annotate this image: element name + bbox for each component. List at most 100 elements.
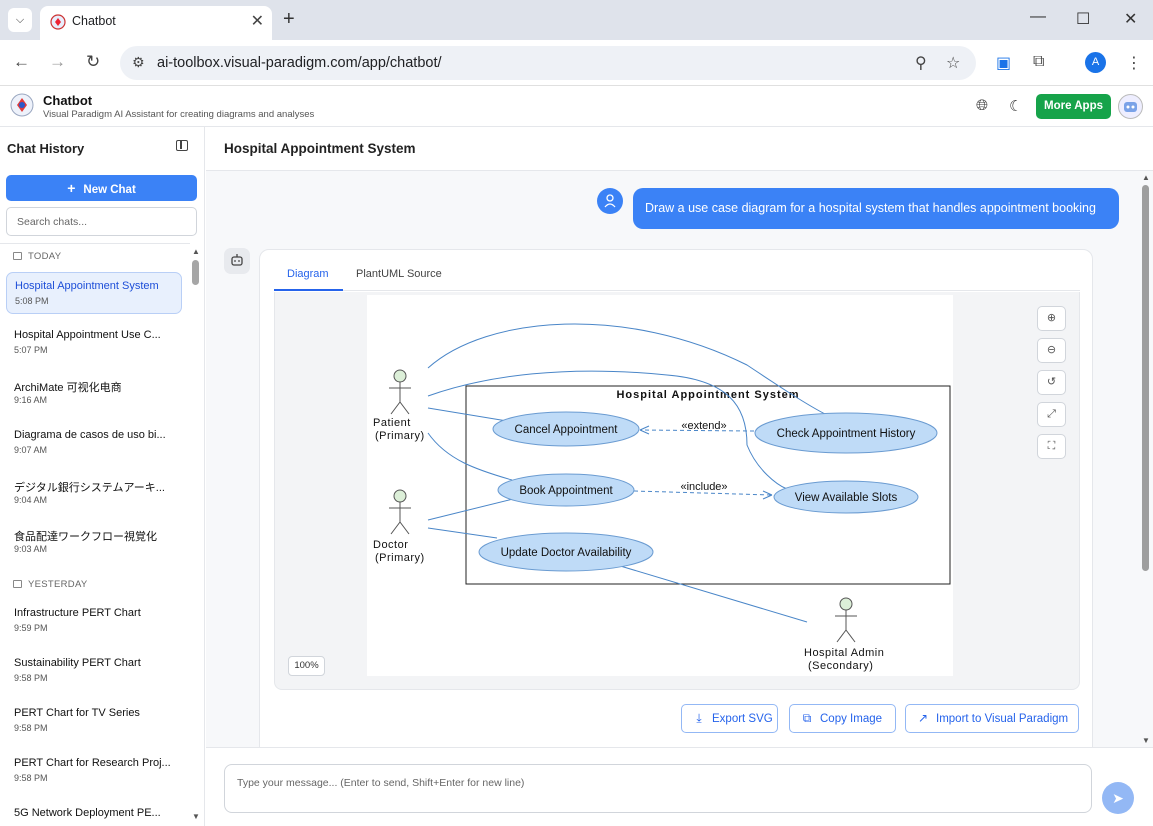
reload-icon[interactable]: ↻: [86, 52, 101, 71]
chat-item-time: 9:03 AM: [14, 544, 48, 554]
uc-cancel-appointment-shape: [492, 411, 640, 447]
chat-item[interactable]: PERT Chart for Research Proj... 9:58 PM: [6, 750, 182, 792]
bookmark-star-icon[interactable]: ☆: [946, 55, 961, 72]
forward-icon[interactable]: →: [49, 52, 66, 71]
site-info-icon[interactable]: ⚙: [132, 54, 145, 70]
uc-label: Book Appointment: [519, 485, 613, 497]
search-chats-input[interactable]: [6, 207, 197, 236]
chat-item[interactable]: Diagrama de casos de uso bi... 9:07 AM: [6, 422, 182, 464]
app-title: Chatbot: [43, 93, 93, 108]
include-line: [633, 490, 773, 496]
scroll-down-icon[interactable]: ▼: [192, 812, 200, 821]
fullscreen-button[interactable]: ⛶: [1037, 434, 1066, 459]
import-visual-paradigm-button[interactable]: ↗Import to Visual Paradigm: [905, 704, 1079, 733]
actor-name: Hospital Admin: [804, 647, 884, 659]
chat-item[interactable]: デジタル銀行システムアーキ... 9:04 AM: [6, 472, 182, 514]
message-input[interactable]: [224, 764, 1092, 813]
tab-search-button[interactable]: ⌵: [8, 8, 32, 32]
globe-icon[interactable]: 🌐︎: [976, 97, 989, 114]
extend-line: [639, 429, 755, 432]
uc-label: Cancel Appointment: [515, 424, 619, 436]
sidebar-toggle-icon[interactable]: [176, 140, 188, 151]
fit-screen-icon: ⤢: [1047, 408, 1056, 420]
actor-role: (Secondary): [808, 660, 873, 672]
zoom-out-icon: ⊖: [1046, 344, 1057, 356]
zoom-in-button[interactable]: ⊕: [1037, 306, 1066, 331]
assoc-admin-update: [616, 564, 808, 623]
uc-label: View Available Slots: [795, 492, 898, 504]
actor-patient-figure: [389, 369, 411, 415]
chat-scroll-thumb[interactable]: [1142, 185, 1149, 571]
chat-item[interactable]: ArchiMate 可视化电商 9:16 AM: [6, 372, 182, 414]
include-label: «include»: [680, 481, 727, 493]
close-window-icon[interactable]: ✕: [1124, 11, 1138, 28]
zoom-icon[interactable]: ⚲: [915, 55, 927, 72]
new-chat-button[interactable]: +New Chat: [6, 175, 197, 201]
chat-item-time: 9:59 PM: [14, 623, 48, 633]
favicon-icon: [50, 14, 66, 30]
app-logo-icon: [10, 93, 34, 117]
chat-item[interactable]: Sustainability PERT Chart 9:58 PM: [6, 650, 182, 692]
send-button[interactable]: ➤: [1102, 782, 1134, 814]
chat-item-time: 5:07 PM: [14, 345, 48, 355]
dependency-lines: [633, 429, 773, 496]
url-text[interactable]: ai-toolbox.visual-paradigm.com/app/chatb…: [157, 55, 442, 71]
association-lines: [427, 323, 828, 623]
chat-item-title: Sustainability PERT Chart: [14, 657, 141, 669]
external-link-icon: ↗: [917, 711, 929, 725]
zoom-out-button[interactable]: ⊖: [1037, 338, 1066, 363]
chat-item[interactable]: Hospital Appointment System 5:08 PM: [6, 272, 182, 314]
minimize-icon[interactable]: —: [1030, 8, 1046, 25]
close-tab-icon[interactable]: ✕: [250, 13, 264, 30]
chat-item-time: 9:07 AM: [14, 445, 48, 455]
chat-item-time: 9:58 PM: [14, 673, 48, 683]
assistant-avatar-icon[interactable]: [1118, 94, 1143, 119]
chat-item-title: 5G Network Deployment PE...: [14, 807, 161, 819]
chat-item-title: 食品配達ワークフロー視覚化: [14, 531, 157, 543]
scroll-up-icon[interactable]: ▲: [1142, 173, 1150, 182]
browser-menu-icon[interactable]: ⋮: [1126, 55, 1142, 72]
sidebar-title: Chat History: [7, 141, 85, 156]
chat-item[interactable]: Hospital Appointment Use C... 5:07 PM: [6, 322, 182, 364]
moon-icon[interactable]: ☾: [1009, 98, 1023, 115]
reset-icon: ↺: [1046, 376, 1057, 388]
chat-item[interactable]: Infrastructure PERT Chart 9:59 PM: [6, 600, 182, 642]
chat-item-title: Hospital Appointment System: [15, 280, 159, 292]
chat-item-title: ArchiMate 可视化电商: [14, 382, 122, 394]
chat-scrollbar[interactable]: ▲ ▼: [1141, 173, 1151, 747]
reset-view-button[interactable]: ↺: [1037, 370, 1066, 395]
sidebar-scroll-thumb[interactable]: [192, 260, 199, 285]
maximize-icon[interactable]: ☐: [1076, 11, 1091, 28]
chat-item[interactable]: 食品配達ワークフロー視覚化 9:03 AM: [6, 521, 182, 563]
message-composer: ➤: [206, 747, 1153, 826]
address-bar[interactable]: ⚙ ai-toolbox.visual-paradigm.com/app/cha…: [120, 46, 976, 80]
diagram-canvas[interactable]: Hospital Appointment System: [274, 292, 1080, 690]
chat-item[interactable]: PERT Chart for TV Series 9:58 PM: [6, 700, 182, 742]
scroll-down-icon[interactable]: ▼: [1142, 736, 1150, 745]
use-case-diagram: Hospital Appointment System: [367, 295, 953, 676]
uc-label: Update Doctor Availability: [501, 547, 632, 559]
more-apps-button[interactable]: More Apps: [1036, 94, 1111, 119]
extension-doc-icon[interactable]: ▣: [996, 55, 1012, 72]
profile-avatar[interactable]: A: [1085, 52, 1106, 73]
export-svg-button[interactable]: ⤓Export SVG: [681, 704, 778, 733]
new-tab-button[interactable]: +: [283, 8, 295, 30]
send-icon: ➤: [1112, 790, 1124, 806]
actor-role: (Primary): [375, 430, 425, 442]
fit-screen-button[interactable]: ⤢: [1037, 402, 1066, 427]
back-icon[interactable]: ←: [13, 52, 30, 71]
browser-tab[interactable]: Chatbot ✕: [40, 6, 272, 40]
tab-plantuml-source[interactable]: PlantUML Source: [356, 268, 442, 280]
extend-label: «extend»: [681, 420, 726, 432]
chat-item[interactable]: 5G Network Deployment PE...: [6, 800, 182, 826]
system-boundary: [465, 385, 951, 585]
uc-check-history-shape: [754, 412, 938, 454]
group-label-yesterday: YESTERDAY: [13, 579, 88, 590]
extensions-puzzle-icon[interactable]: ⧉: [1033, 53, 1045, 70]
sidebar-scrollbar[interactable]: ▲ ▼: [191, 243, 201, 826]
copy-image-button[interactable]: ⧉Copy Image: [789, 704, 896, 733]
chat-main: Hospital Appointment System Draw a use c…: [206, 127, 1153, 826]
tab-diagram[interactable]: Diagram: [287, 268, 329, 280]
assoc-patient-book: [427, 432, 513, 481]
scroll-up-icon[interactable]: ▲: [192, 247, 200, 256]
